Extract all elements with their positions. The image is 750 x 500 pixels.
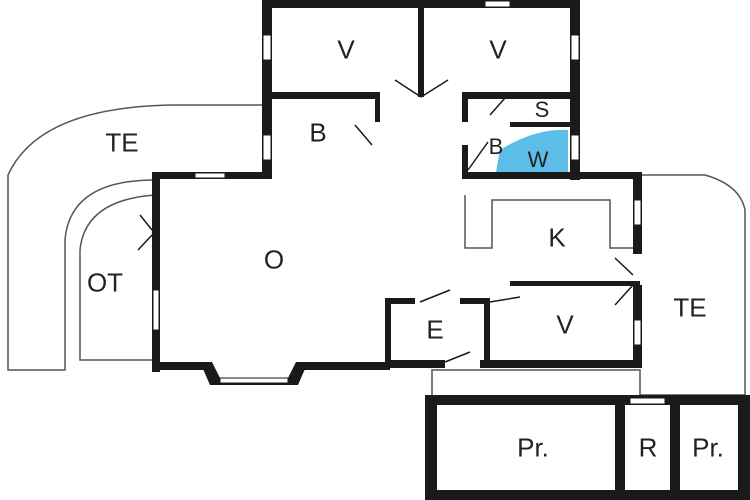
room-label-v1: V [337,34,355,65]
ot-outline [79,194,156,361]
room-label-ot: OT [86,267,124,298]
room-label-e: E [426,314,444,345]
room-label-b1: B [309,117,327,148]
room-label-v2: V [489,34,507,65]
terrace-outlines [7,104,746,396]
windows [152,0,666,405]
room-label-k: K [548,222,566,253]
room-label-pr2: Pr. [692,432,724,463]
room-label-s: S [534,97,550,122]
room-label-o: O [263,244,285,275]
room-label-te1: TE [105,127,139,158]
room-label-te2: TE [673,292,707,323]
room-label-w: W [527,147,549,172]
kitchen-counter [464,195,635,249]
room-label-v3: V [556,309,574,340]
walls [152,0,750,500]
shower-area [496,129,568,172]
room-label-pr1: Pr. [517,432,549,463]
room-label-r: R [638,432,658,463]
terrace-left-outline [7,104,262,371]
door-swings [137,79,634,363]
room-label-b2: B [488,134,504,159]
terrace-right-outline [431,174,746,396]
